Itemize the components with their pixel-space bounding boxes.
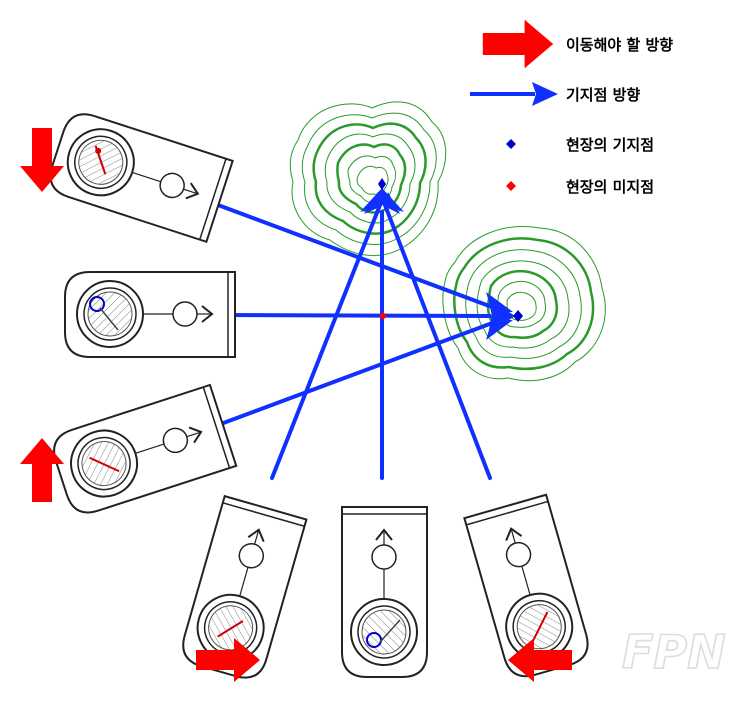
legend-bearing-arrow-icon (470, 82, 558, 106)
known-point-right (513, 310, 523, 322)
bearing-lines (213, 203, 502, 480)
bearing-line-4 (270, 203, 382, 480)
bearing-line-2 (213, 313, 492, 318)
bearing-line-3 (216, 320, 497, 427)
compass-left-middle (64, 271, 236, 358)
legend-unknown-point-label: 현장의 미지점 (566, 178, 654, 196)
legend-known-point-label: 현장의 기지점 (566, 136, 654, 154)
legend: 이동해야 할 방향 기지점 방향 현장의 기지점 현장의 미지점 (470, 19, 673, 196)
legend-bearing-label: 기지점 방향 (566, 86, 640, 104)
legend-unknown-point-icon (506, 181, 516, 191)
compass-bottom-middle (341, 506, 428, 678)
contour-hill-right (442, 226, 606, 382)
legend-known-point-icon (506, 139, 516, 149)
legend-move-arrow-icon (482, 19, 554, 69)
known-point-top (378, 178, 386, 190)
legend-move-direction-label: 이동해야 할 방향 (566, 36, 673, 54)
bearing-arrowheads (360, 188, 515, 340)
compass-bottom-left (176, 495, 308, 684)
bearing-line-6 (383, 203, 492, 480)
compass-bottom-right (463, 493, 594, 683)
watermark-logo: FPN (622, 625, 726, 679)
compass-left-top (43, 107, 234, 243)
compass-left-bottom (47, 383, 238, 520)
unknown-point (379, 312, 387, 320)
